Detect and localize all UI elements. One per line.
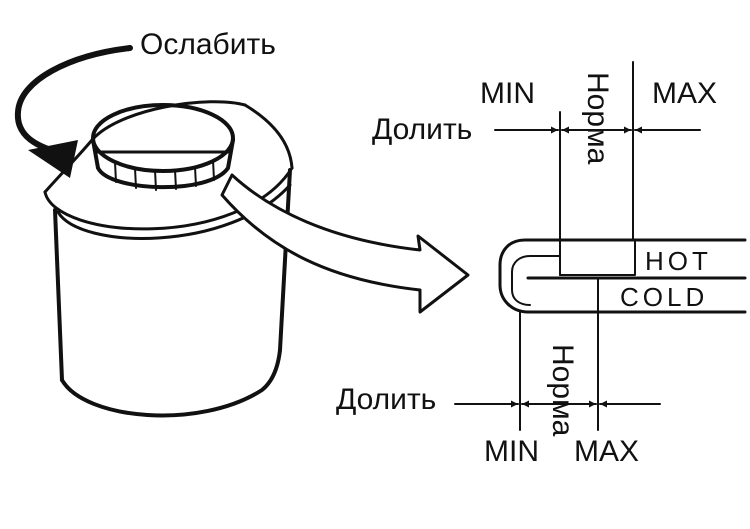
lower-max-label: MAX: [574, 435, 639, 468]
upper-dimension: [494, 61, 701, 276]
detail-pointer-arrow: [220, 173, 470, 314]
loosen-rotation-arrow: [14, 45, 133, 178]
lower-min-label: MIN: [484, 435, 539, 468]
cold-label: COLD: [620, 282, 708, 312]
hot-label: HOT: [645, 246, 712, 276]
loosen-label: Ослабить: [140, 28, 276, 61]
upper-norm-label: Норма: [581, 72, 614, 165]
lower-norm-label: Норма: [546, 344, 579, 437]
reservoir-cap: [91, 103, 235, 191]
reservoir-bottle: [43, 100, 294, 418]
upper-min-label: MIN: [480, 77, 535, 110]
lower-dimension: [454, 277, 661, 431]
arrowhead-icon: [28, 140, 78, 178]
lower-topup-label: Долить: [336, 383, 436, 416]
upper-topup-label: Долить: [372, 113, 472, 146]
upper-max-label: MAX: [652, 77, 717, 110]
